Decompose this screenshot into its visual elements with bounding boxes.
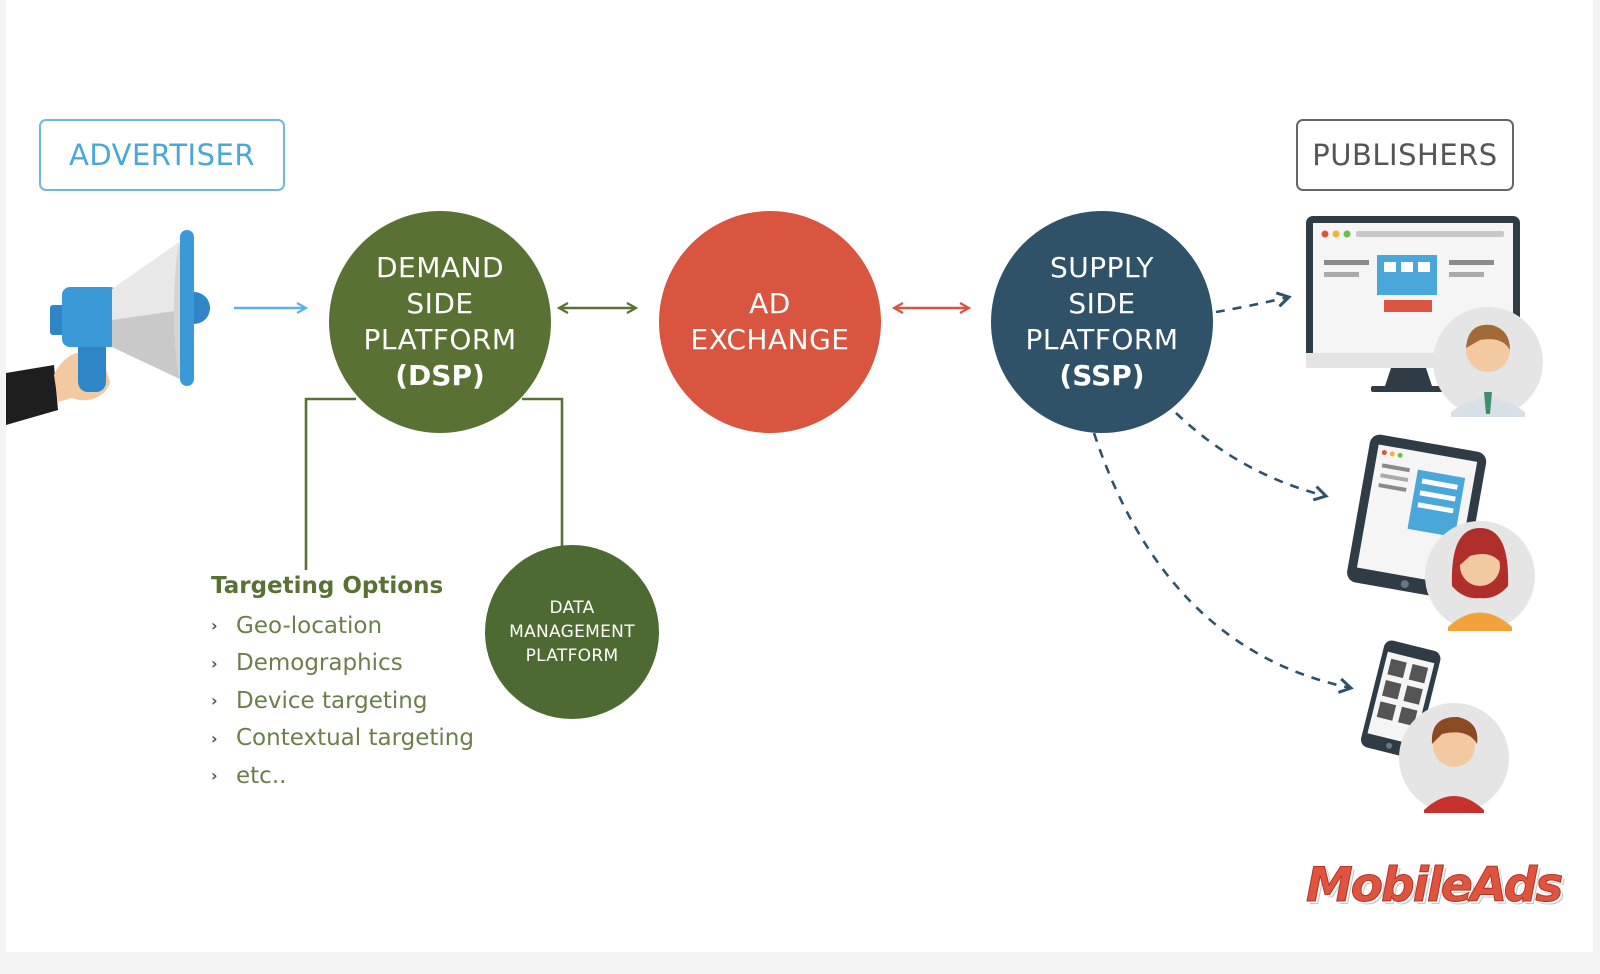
diagram-canvas: ADVERTISER PUBLISHERS DEMAND SIDE PLATFO… (6, 0, 1593, 952)
dsp-circle: DEMAND SIDE PLATFORM (DSP) (329, 211, 551, 433)
targeting-item-label: Demographics (236, 650, 403, 677)
user-man-icon (1433, 307, 1543, 417)
ssp-abbr: (SSP) (1059, 358, 1145, 392)
ssp-desktop-arrow (1215, 297, 1289, 314)
targeting-item: › Demographics (211, 645, 474, 683)
ssp-line3: PLATFORM (1025, 323, 1179, 356)
dmp-line3: PLATFORM (525, 646, 619, 667)
publishers-label: PUBLISHERS (1296, 119, 1514, 191)
dsp-dmp-connector (522, 397, 564, 547)
ssp-tablet-arrow (1175, 412, 1326, 496)
targeting-item: › Contextual targeting (211, 720, 474, 758)
targeting-item: › Geo-location (211, 607, 474, 645)
targeting-title: Targeting Options (211, 573, 444, 599)
ssp-circle: SUPPLY SIDE PLATFORM (SSP) (991, 211, 1213, 433)
ad-exchange-circle: AD EXCHANGE (659, 211, 881, 433)
targeting-item-label: Geo-location (236, 612, 383, 639)
targeting-options: Targeting Options › Geo-location › Demogra… (211, 573, 474, 795)
targeting-item-label: Contextual targeting (236, 725, 474, 752)
chevron-right-icon: › (211, 766, 218, 786)
targeting-item: › Device targeting (211, 682, 474, 720)
chevron-right-icon: › (211, 728, 218, 748)
targeting-item-label: Device targeting (236, 687, 428, 714)
dsp-line3: PLATFORM (363, 323, 517, 356)
chevron-right-icon: › (211, 653, 218, 673)
dsp-abbr: (DSP) (395, 358, 485, 392)
targeting-item-label: etc.. (236, 762, 287, 789)
desktop-icon (1306, 216, 1520, 392)
mobileads-logo: MobileAds (1305, 858, 1563, 914)
targeting-list: › Geo-location › Demographics › Device targ… (211, 607, 474, 795)
diagram-graphics (6, 216, 1543, 813)
ad-exchange-line2: EXCHANGE (690, 323, 850, 356)
user-woman-icon (1425, 521, 1535, 631)
chevron-right-icon: › (211, 616, 218, 636)
dsp-line1: DEMAND (375, 251, 505, 285)
ad-exchange-line1: AD (749, 287, 791, 321)
advertiser-label: ADVERTISER (39, 119, 285, 191)
dmp-line2: MANAGEMENT (509, 621, 635, 642)
ssp-phone-arrow (1092, 432, 1351, 688)
ssp-line1: SUPPLY (1049, 251, 1155, 285)
targeting-item: › etc.. (211, 757, 474, 795)
dmp-line1: DATA (549, 597, 595, 618)
user-boy-icon (1399, 703, 1509, 813)
dsp-targeting-connector (304, 397, 356, 570)
chevron-right-icon: › (211, 691, 218, 711)
megaphone-icon (6, 230, 210, 425)
dmp-circle: DATA MANAGEMENT PLATFORM (485, 545, 659, 719)
dsp-line2: SIDE (406, 287, 474, 321)
ssp-line2: SIDE (1068, 287, 1136, 321)
